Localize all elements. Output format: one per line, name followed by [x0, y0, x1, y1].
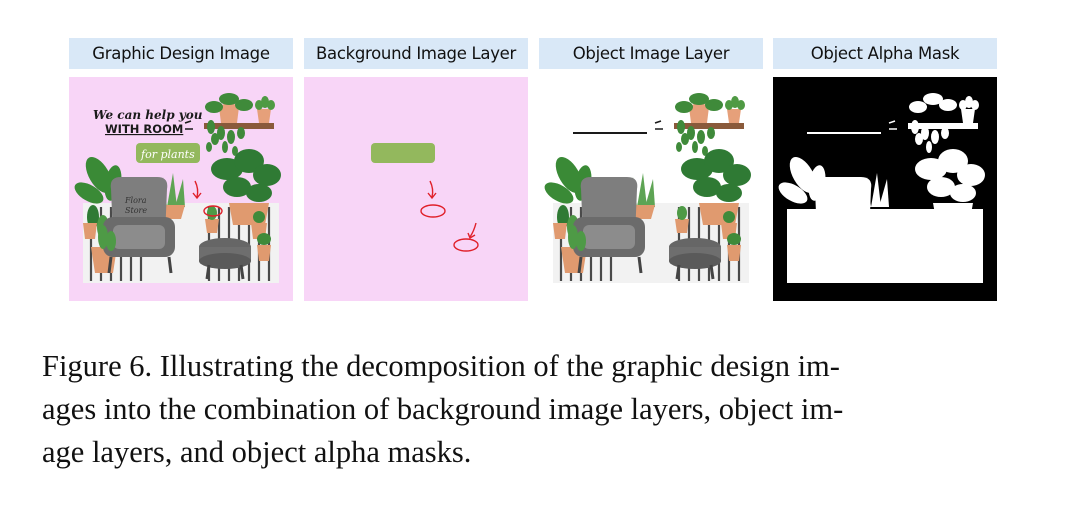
design-headline: We can help you — [93, 108, 203, 122]
panel-alpha-mask: Object Alpha Mask — [773, 38, 997, 301]
design-subheadline: WITH ROOM — [105, 122, 183, 136]
panel-background-layer: Background Image Layer — [304, 38, 528, 301]
panel-object-layer: Object Image Layer — [539, 38, 763, 301]
decor-marks — [654, 120, 663, 130]
store-name-line2: Store — [125, 206, 147, 215]
graphic-design-image: We can help you WITH ROOM for plants Flo… — [69, 77, 293, 301]
red-marker-arrow — [192, 180, 223, 217]
figure-caption: Figure 6. Illustrating the decomposition… — [42, 345, 1032, 474]
store-name-line1: Flora — [124, 196, 147, 205]
caption-line-2: ages into the combination of background … — [42, 392, 844, 426]
panel-header: Graphic Design Image — [69, 38, 293, 69]
tag-badge — [136, 143, 200, 163]
panel-header: Object Alpha Mask — [773, 38, 997, 69]
panel-header: Background Image Layer — [304, 38, 528, 69]
caption-line-3: age layers, and object alpha masks. — [42, 435, 472, 469]
caption-line-1: Figure 6. Illustrating the decomposition… — [42, 349, 840, 383]
object-alpha-mask — [773, 77, 997, 301]
red-marker-2 — [453, 222, 479, 252]
decor-marks — [184, 120, 193, 130]
tag-badge-background — [371, 143, 435, 163]
tag-text: for plants — [140, 148, 195, 161]
panel-graphic-design: Graphic Design Image We can help you WIT… — [69, 38, 293, 301]
object-image-layer — [539, 77, 763, 301]
panel-header: Object Image Layer — [539, 38, 763, 69]
red-marker-1 — [420, 180, 446, 218]
background-image-layer — [304, 77, 528, 301]
